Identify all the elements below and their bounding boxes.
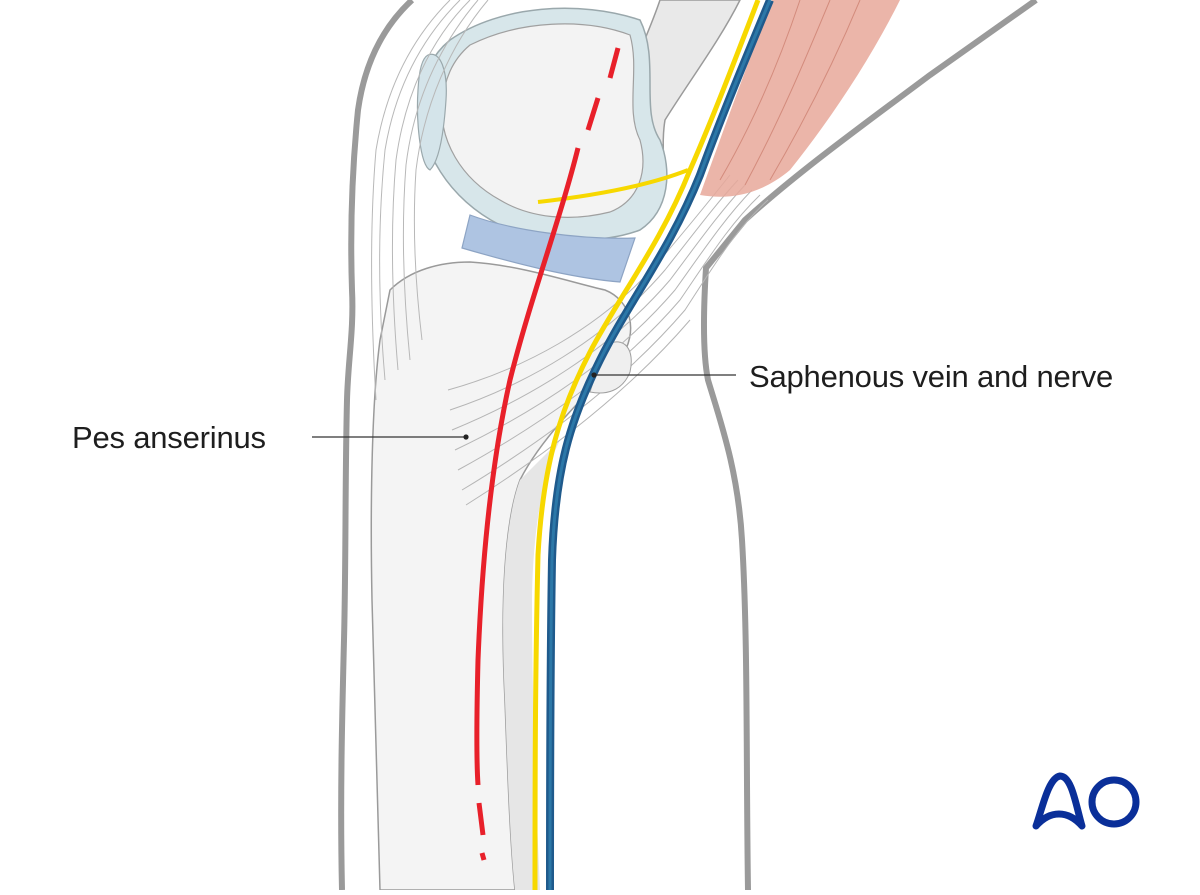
vastus-muscle [700, 0, 900, 197]
skin-outline-right [701, 0, 1038, 891]
muscle-striations [719, 0, 861, 186]
label-saphenous-vein-and-nerve: Saphenous vein and nerve [749, 359, 1114, 394]
infrapatellar-nerve-branch [537, 168, 689, 204]
tibia [370, 261, 632, 891]
skin-outline-left [338, 0, 415, 891]
incision-line [474, 47, 621, 861]
patella [416, 53, 447, 171]
label-pes-anserinus: Pes anserinus [72, 420, 266, 455]
leader-saphenous [591, 372, 736, 378]
sartorius-insertion [589, 341, 632, 394]
tibia-cortex [503, 440, 560, 890]
ao-logo-a [1032, 772, 1086, 830]
leader-pes-anserinus [312, 434, 469, 440]
saphenous-vein-highlight [548, 0, 772, 891]
saphenous-nerve [532, 0, 761, 891]
ao-logo [1032, 772, 1140, 830]
ao-logo-o [1088, 776, 1140, 828]
patellar-ligament-fibers [371, 0, 489, 401]
